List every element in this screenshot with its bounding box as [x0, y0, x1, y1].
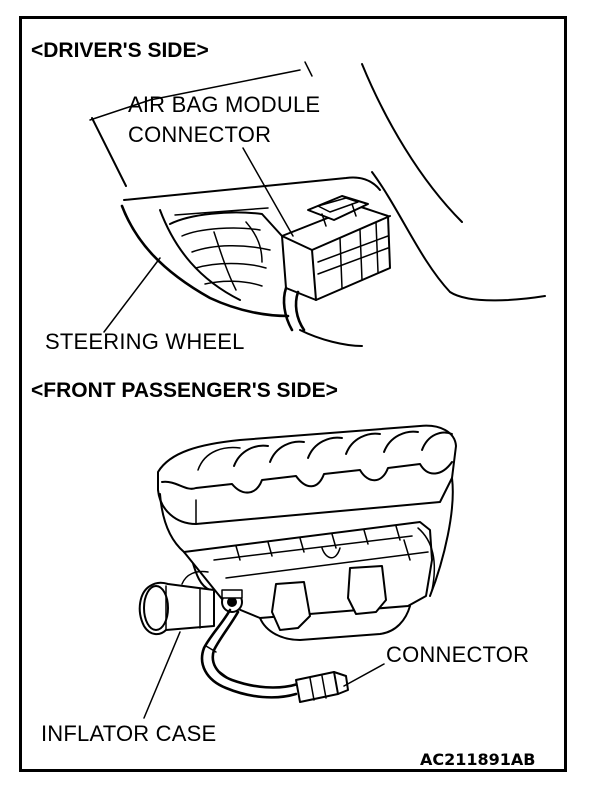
- figure-code: AC211891AB: [420, 750, 536, 769]
- figure-frame: [19, 16, 567, 772]
- driver-side-drawing: [89, 61, 546, 347]
- label-air-bag-module-connector-line1: AIR BAG MODULE: [128, 92, 321, 117]
- section-heading-front-passengers-side: <FRONT PASSENGER'S SIDE>: [31, 379, 338, 402]
- section-heading-drivers-side: <DRIVER'S SIDE>: [31, 39, 209, 62]
- label-steering-wheel: STEERING WHEEL: [45, 329, 245, 354]
- label-inflator-case: INFLATOR CASE: [41, 721, 217, 746]
- passenger-side-drawing: [138, 424, 457, 719]
- label-air-bag-module-connector-line2: CONNECTOR: [128, 122, 272, 147]
- label-connector: CONNECTOR: [386, 642, 530, 667]
